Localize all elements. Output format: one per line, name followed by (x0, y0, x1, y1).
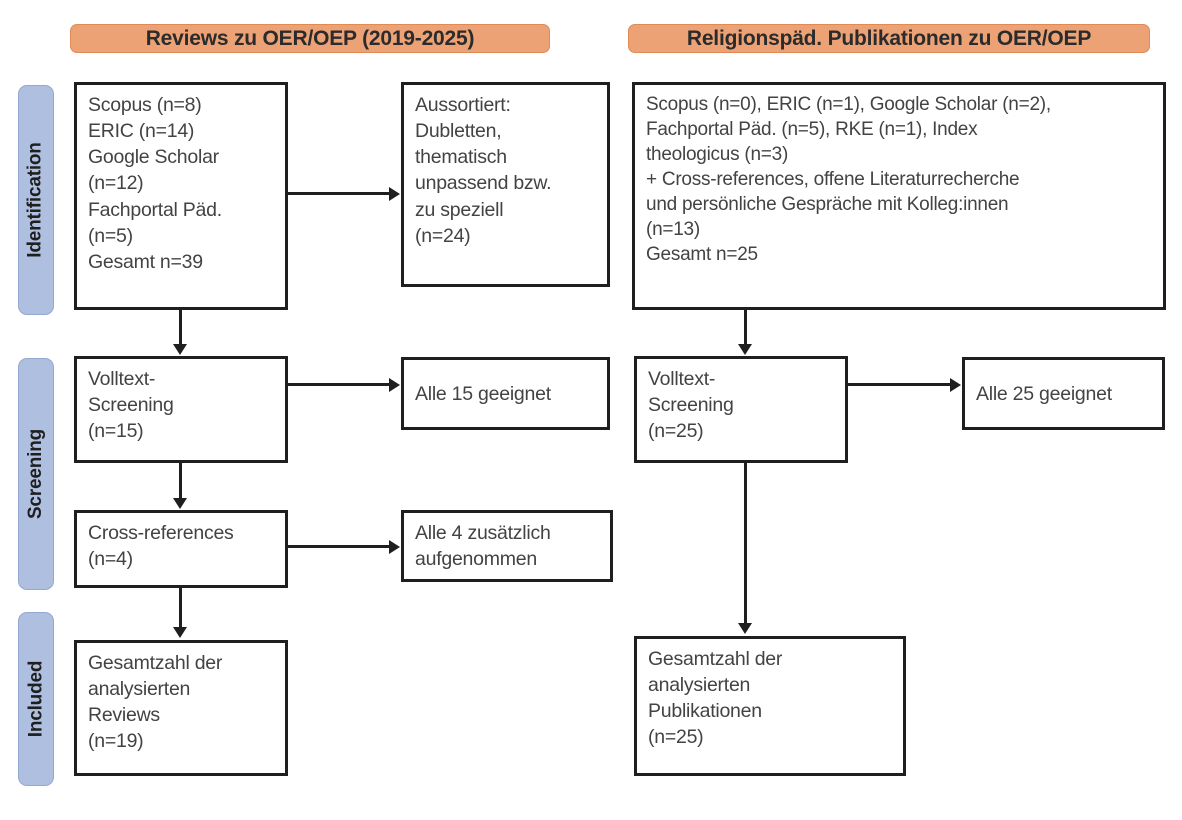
connector-left-identification-to-excluded (288, 192, 390, 195)
arrowhead-right-screening-to-included (738, 623, 752, 634)
connector-right-screening-to-included (744, 463, 747, 626)
left-excluded-box: Aussortiert: Dubletten, thematisch unpas… (401, 82, 610, 287)
arrowhead-right-screening-to-result (950, 378, 961, 392)
column-header-right: Religionspäd. Publikationen zu OER/OEP (628, 24, 1150, 53)
left-screening-box: Volltext- Screening (n=15) (74, 356, 288, 463)
column-header-left: Reviews zu OER/OEP (2019-2025) (70, 24, 550, 53)
stage-label-screening: Screening (18, 358, 54, 590)
arrowhead-right-identification-to-screening (738, 344, 752, 355)
stage-label-screening-text: Screening (25, 428, 47, 520)
arrowhead-left-crossref-to-included (173, 627, 187, 638)
connector-left-crossref-to-result (288, 545, 390, 548)
right-included-box: Gesamtzahl der analysierten Publikatione… (634, 636, 906, 776)
right-screening-result-box: Alle 25 geeignet (962, 357, 1165, 430)
arrowhead-left-identification-to-screening (173, 344, 187, 355)
connector-left-identification-to-screening (179, 310, 182, 346)
left-included-box: Gesamtzahl der analysierten Reviews (n=1… (74, 640, 288, 776)
arrowhead-left-screening-to-crossref (173, 498, 187, 509)
right-screening-box: Volltext- Screening (n=25) (634, 356, 848, 463)
connector-left-screening-to-result (288, 383, 390, 386)
connector-left-crossref-to-included (179, 588, 182, 630)
arrowhead-left-screening-to-result (389, 378, 400, 392)
arrowhead-left-crossref-to-result (389, 540, 400, 554)
stage-label-identification: Identification (18, 85, 54, 315)
left-identification-box: Scopus (n=8) ERIC (n=14) Google Scholar … (74, 82, 288, 310)
right-identification-box: Scopus (n=0), ERIC (n=1), Google Scholar… (632, 82, 1166, 310)
stage-label-included-text: Included (25, 660, 47, 738)
stage-label-included: Included (18, 612, 54, 786)
arrowhead-left-identification-to-excluded (389, 187, 400, 201)
left-crossref-result-box: Alle 4 zusätzlich aufgenommen (401, 510, 613, 582)
connector-right-identification-to-screening (744, 310, 747, 346)
left-crossref-box: Cross-references (n=4) (74, 510, 288, 588)
left-screening-result-box: Alle 15 geeignet (401, 357, 610, 430)
connector-left-screening-to-crossref (179, 463, 182, 501)
stage-label-identification-text: Identification (25, 142, 47, 258)
connector-right-screening-to-result (848, 383, 951, 386)
